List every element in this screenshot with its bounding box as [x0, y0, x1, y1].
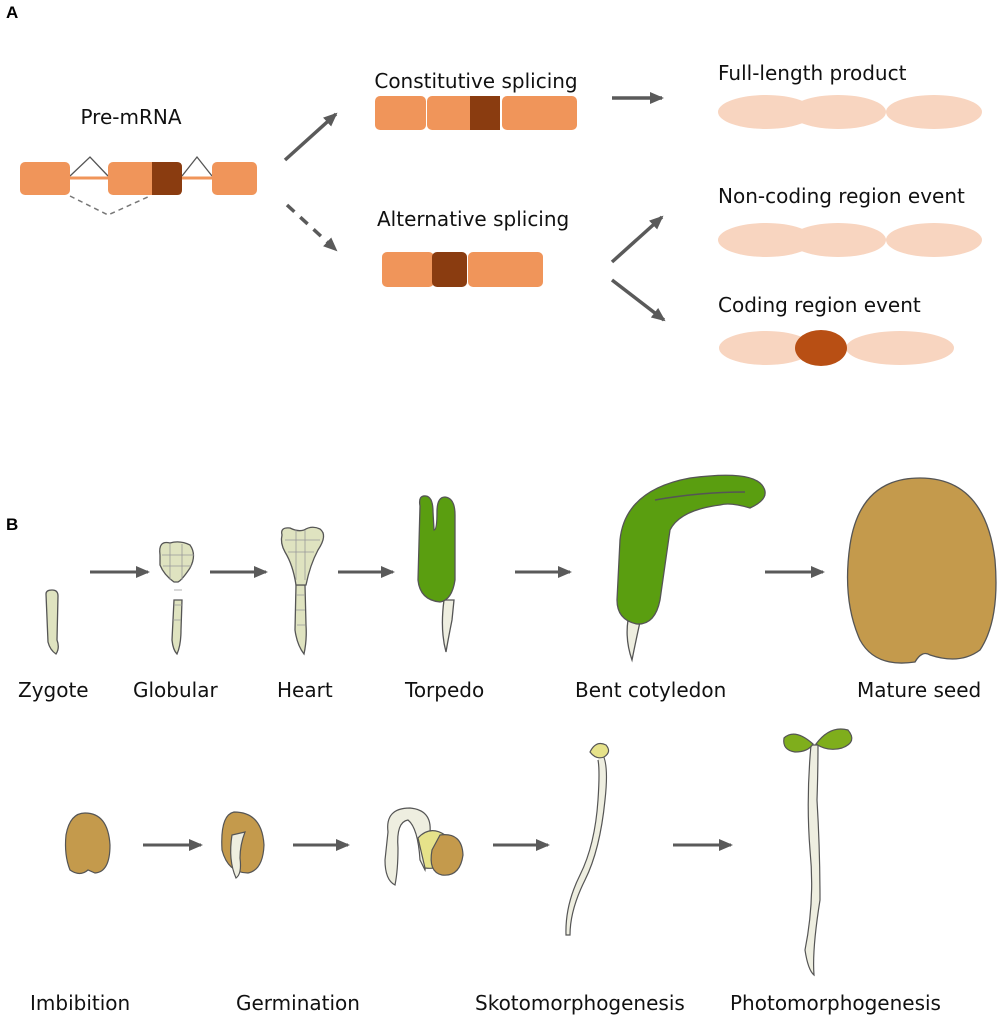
mature-seed-illustration: [846, 477, 997, 664]
panel-a-label: A: [6, 3, 18, 22]
germination-illustration: [221, 811, 265, 879]
bent-cotyledon-illustration: [616, 474, 766, 663]
arrow-to-non-coding: [610, 215, 664, 264]
coding-protein: [719, 330, 954, 366]
zygote-illustration: [45, 589, 59, 655]
label-bent-cotyledon: Bent cotyledon: [575, 678, 726, 702]
exon-3: [212, 162, 257, 195]
pre-mrna-gene: [20, 155, 257, 216]
embryo-stage-labels: Zygote Globular Heart Torpedo Bent cotyl…: [18, 678, 981, 702]
full-length-label: Full-length product: [718, 61, 907, 85]
label-imbibition: Imbibition: [30, 991, 130, 1015]
arrow-alternative: [285, 203, 338, 252]
label-torpedo: Torpedo: [404, 678, 484, 702]
panel-b-label: B: [6, 515, 18, 534]
constitutive-mrna: [375, 96, 577, 130]
photomorphogenesis-illustration: [783, 728, 853, 977]
label-photomorphogenesis: Photomorphogenesis: [730, 991, 941, 1015]
alternative-mrna: [382, 252, 543, 287]
non-coding-protein: [718, 223, 982, 257]
coding-label: Coding region event: [718, 293, 921, 317]
label-zygote: Zygote: [18, 678, 89, 702]
full-length-protein: [718, 95, 982, 129]
non-coding-label: Non-coding region event: [718, 184, 965, 208]
pre-mrna-label: Pre-mRNA: [80, 105, 181, 129]
arrow-constitutive: [283, 112, 338, 162]
torpedo-illustration: [417, 495, 456, 653]
arrow-to-coding: [610, 278, 666, 322]
label-mature-seed: Mature seed: [857, 678, 981, 702]
constitutive-splicing-label: Constitutive splicing: [374, 69, 577, 93]
alternative-splicing-label: Alternative splicing: [377, 207, 569, 231]
globular-illustration: [159, 541, 195, 656]
skotomorphogenesis-illustration: [565, 742, 610, 936]
exon-1: [20, 162, 70, 195]
alternative-exon: [152, 162, 182, 195]
imbibition-illustration: [64, 812, 111, 875]
label-germination: Germination: [236, 991, 360, 1015]
heart-illustration: [280, 526, 325, 656]
label-heart: Heart: [277, 678, 333, 702]
seedling-stage-labels: Imbibition Germination Skotomorphogenesi…: [30, 991, 941, 1015]
label-skotomorphogenesis: Skotomorphogenesis: [475, 991, 685, 1015]
label-globular: Globular: [133, 678, 218, 702]
hook-seedling-illustration: [384, 807, 464, 886]
